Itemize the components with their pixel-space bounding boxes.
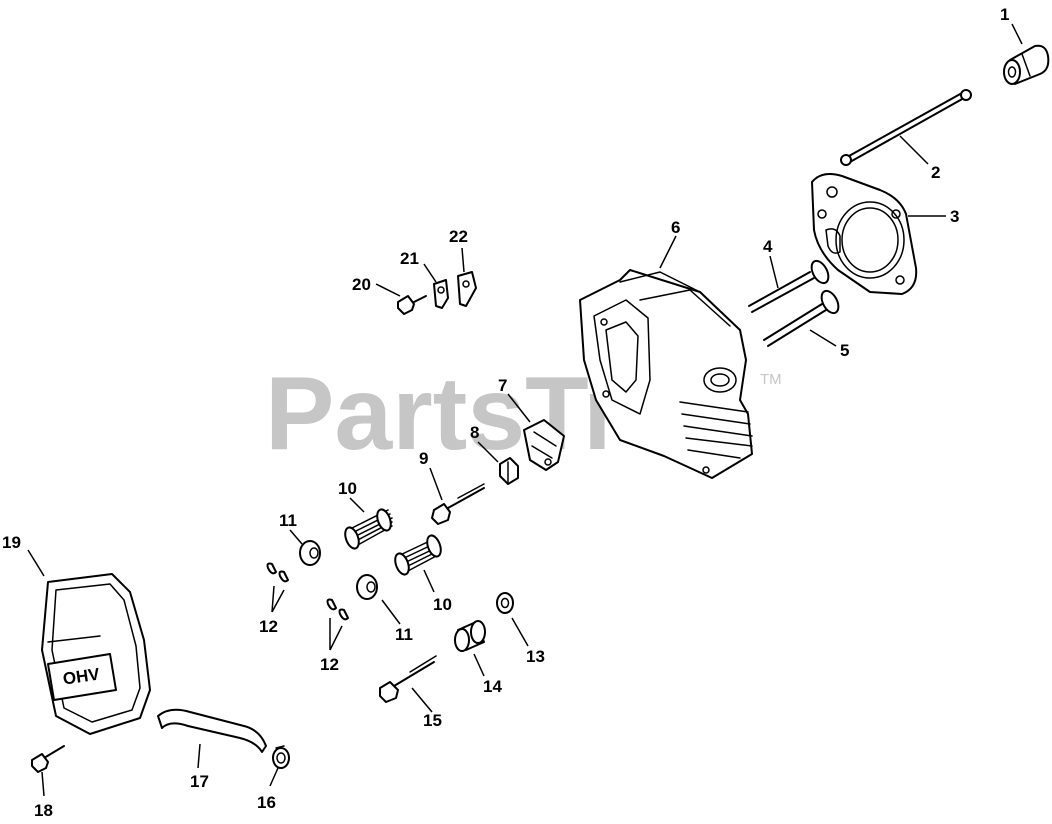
callout-1: 1	[1000, 5, 1009, 24]
part-8-adjuster[interactable]	[499, 457, 519, 485]
part-17-breather-hose[interactable]	[157, 708, 267, 753]
callout-12-lower: 12	[320, 655, 339, 674]
part-1-bushing[interactable]	[1003, 44, 1050, 85]
callout-8: 8	[470, 423, 479, 442]
callout-7: 7	[498, 376, 507, 395]
part-2-push-rod[interactable]	[840, 89, 972, 166]
part-12-keepers-lower[interactable]	[326, 598, 349, 621]
part-9-stud[interactable]	[431, 483, 485, 525]
callout-10-upper: 10	[338, 479, 357, 498]
callout-6: 6	[671, 218, 680, 237]
callout-11-upper: 11	[279, 511, 297, 530]
part-21-clip[interactable]	[433, 279, 449, 309]
callout-2: 2	[931, 163, 940, 182]
part-13-washer[interactable]	[496, 592, 514, 614]
part-16-hose-clamp[interactable]	[272, 745, 290, 769]
part-22-clip[interactable]	[457, 271, 477, 307]
part-7-rocker-arm[interactable]	[523, 419, 565, 471]
callout-18: 18	[34, 801, 53, 820]
part-20-screw[interactable]	[397, 295, 427, 315]
callout-22: 22	[449, 227, 468, 246]
part-10-spring-upper[interactable]	[343, 508, 394, 551]
callout-20: 20	[352, 275, 371, 294]
callout-14: 14	[483, 677, 502, 696]
part-10-spring-lower[interactable]	[393, 534, 444, 577]
part-12-keepers-upper[interactable]	[266, 562, 289, 583]
callout-3: 3	[950, 207, 959, 226]
part-11-retainer-lower[interactable]	[356, 574, 378, 600]
callout-9: 9	[419, 449, 428, 468]
callout-12-upper: 12	[259, 617, 278, 636]
callout-5: 5	[840, 341, 849, 360]
ohv-badge	[47, 653, 117, 701]
part-6-cylinder-head[interactable]	[579, 269, 753, 479]
callout-4: 4	[763, 237, 773, 256]
callout-10-lower: 10	[433, 595, 452, 614]
callout-17: 17	[190, 772, 209, 791]
part-15-bolt[interactable]	[379, 655, 437, 703]
watermark-trademark: TM	[760, 371, 782, 388]
part-11-retainer-upper[interactable]	[299, 540, 321, 566]
leader-lines	[27, 23, 1023, 797]
callout-19: 19	[2, 533, 21, 552]
part-5-valve[interactable]	[763, 288, 842, 347]
callout-15: 15	[423, 711, 442, 730]
part-18-screw[interactable]	[31, 745, 65, 773]
callout-13: 13	[526, 647, 545, 666]
callout-11-lower: 11	[395, 625, 413, 644]
part-19-valve-cover[interactable]: OHV	[41, 573, 151, 735]
part-14-spacer[interactable]	[454, 620, 486, 652]
part-4-valve[interactable]	[748, 258, 832, 313]
callouts: 1 2 3 4 5 6 7 8 9 10 10 11 11 12 12 13 1…	[2, 5, 1009, 820]
callout-16: 16	[257, 793, 276, 812]
part-3-head-gasket[interactable]	[811, 173, 918, 295]
callout-21: 21	[400, 249, 419, 268]
